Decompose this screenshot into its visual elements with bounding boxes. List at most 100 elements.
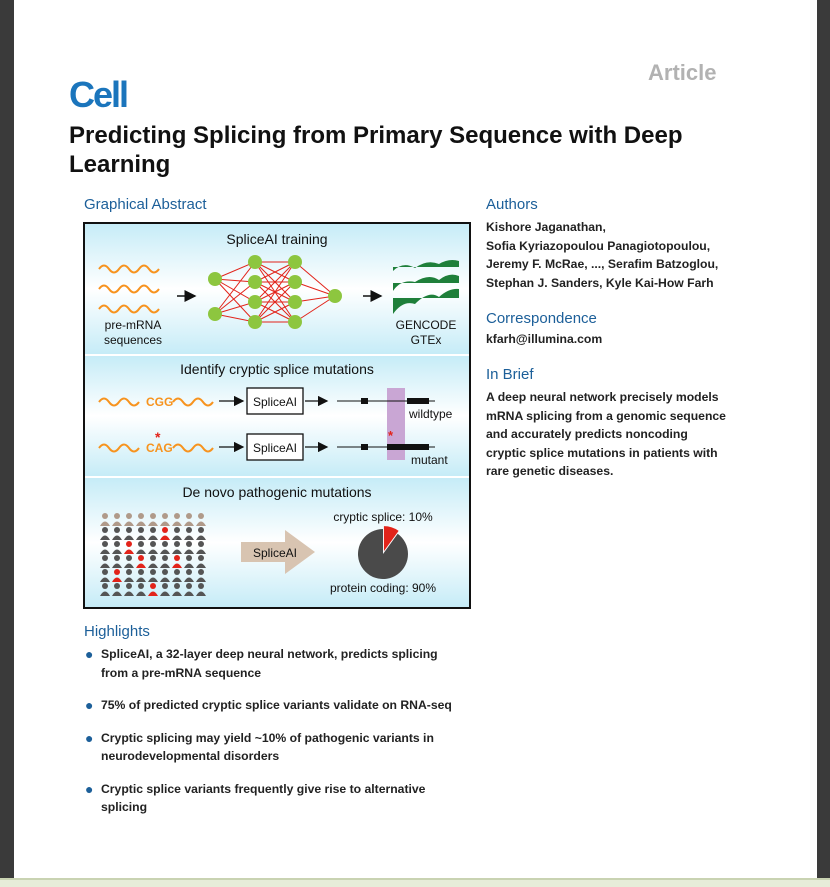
highlight-line: SpliceAI, a 32-layer deep neural network… (101, 647, 438, 661)
highlight-line: from a pre-mRNA sequence (101, 665, 262, 680)
person-icon (112, 513, 122, 526)
pie-label-coding: protein coding: 90% (330, 581, 436, 595)
network-node (328, 289, 342, 303)
highlight-item: ● Cryptic splice variants frequently giv… (84, 780, 484, 817)
spliceai-box-wildtype (246, 387, 304, 415)
in-brief-line: and accurately predicts noncoding (486, 427, 688, 441)
patient-population-icons (100, 513, 206, 596)
person-icon (148, 527, 158, 540)
person-icon (160, 569, 170, 582)
network-node (288, 295, 302, 309)
person-icon (160, 513, 170, 526)
author-line: Sofia Kyriazopoulou Panagiotopoulou, (486, 238, 711, 253)
panel-cryptic-title: Identify cryptic splice mutations (180, 361, 374, 377)
person-icon (196, 583, 206, 596)
person-icon (100, 541, 110, 554)
person-icon (100, 513, 110, 526)
mutation-star: * (155, 429, 161, 445)
person-icon (184, 583, 194, 596)
wildtype-sequence-wave (98, 397, 214, 407)
graphical-abstract-heading: Graphical Abstract (84, 196, 207, 213)
network-node (288, 315, 302, 329)
highlight-item: ● SpliceAI, a 32-layer deep neural netwo… (84, 645, 484, 682)
highlight-item: ● Cryptic splicing may yield ~10% of pat… (84, 729, 484, 766)
authors-heading: Authors (486, 196, 538, 213)
graphical-abstract-figure: SpliceAI training pre-mRNA sequences GEN… (85, 224, 469, 607)
person-icon (160, 583, 170, 596)
article-title: Predicting Splicing from Primary Sequenc… (69, 122, 683, 178)
person-icon (172, 541, 182, 554)
person-icon (184, 513, 194, 526)
person-icon (172, 569, 182, 582)
pie-label-cryptic: cryptic splice: 10% (333, 510, 433, 524)
person-icon (196, 541, 206, 554)
person-icon (124, 513, 134, 526)
splice-track-icons (393, 260, 459, 314)
bullet-icon: ● (85, 697, 94, 713)
person-icon (196, 513, 206, 526)
bullet-icon: ● (85, 780, 94, 797)
person-icon (184, 541, 194, 554)
in-brief-line: cryptic splice mutations in patients wit… (486, 445, 718, 460)
person-icon (184, 555, 194, 568)
person-icon (112, 583, 122, 596)
highlight-item: ● 75% of predicted cryptic splice varian… (84, 696, 484, 715)
person-icon (148, 541, 158, 554)
output-label-line2: GTEx (411, 333, 442, 347)
neural-network-diagram (208, 255, 342, 329)
person-icon (136, 569, 146, 582)
person-icon (196, 555, 206, 568)
network-node (288, 255, 302, 269)
mutant-codon: CAG (146, 441, 173, 455)
person-icon (136, 527, 146, 540)
person-icon (136, 583, 146, 596)
person-icon (148, 583, 158, 596)
correspondence-email[interactable]: kfarh@illumina.com (486, 332, 603, 346)
person-icon (124, 555, 134, 568)
spliceai-label-wildtype: SpliceAI (253, 395, 297, 409)
author-line: Kishore Jaganathan, (486, 220, 606, 234)
person-icon (112, 541, 122, 554)
author-line: Jeremy F. McRae, ..., Serafim Batzoglou, (486, 257, 719, 271)
person-icon (172, 555, 182, 568)
pie-slice (358, 529, 409, 579)
bullet-icon: ● (85, 646, 94, 662)
person-icon (100, 527, 110, 540)
person-icon (172, 527, 182, 540)
person-icon (100, 555, 110, 568)
wildtype-codon: CGG (146, 395, 173, 409)
person-icon (112, 569, 122, 582)
highlight-line: neurodevelopmental disorders (101, 749, 280, 763)
network-node (248, 255, 262, 269)
pie-slice (383, 526, 399, 552)
sequence-wave-icons (98, 264, 160, 314)
spliceai-arrow (241, 530, 315, 574)
in-brief-heading: In Brief (486, 366, 534, 383)
wildtype-gene-track (337, 398, 435, 404)
person-icon (196, 527, 206, 540)
spliceai-arrow-label: SpliceAI (253, 546, 297, 560)
person-icon (172, 583, 182, 596)
mutant-star: * (388, 428, 394, 443)
author-line: Stephan J. Sanders, Kyle Kai-How Farh (486, 275, 714, 290)
highlight-line: Cryptic splicing may yield ~10% of patho… (101, 730, 434, 745)
person-icon (124, 569, 134, 582)
highlights-heading: Highlights (84, 623, 150, 640)
network-node (248, 295, 262, 309)
person-icon (100, 583, 110, 596)
highlight-line: Cryptic splice variants frequently give … (101, 781, 426, 796)
person-icon (136, 513, 146, 526)
panel-training-title: SpliceAI training (226, 231, 327, 247)
correspondence-heading: Correspondence (486, 310, 597, 327)
person-icon (160, 527, 170, 540)
person-icon (100, 569, 110, 582)
network-node (248, 275, 262, 289)
in-brief-text: A deep neural network precisely models m… (486, 388, 786, 481)
person-icon (148, 555, 158, 568)
person-icon (112, 555, 122, 568)
person-icon (148, 569, 158, 582)
person-icon (184, 569, 194, 582)
authors-list: Kishore Jaganathan, Sofia Kyriazopoulou … (486, 218, 786, 292)
person-icon (196, 569, 206, 582)
person-icon (136, 555, 146, 568)
